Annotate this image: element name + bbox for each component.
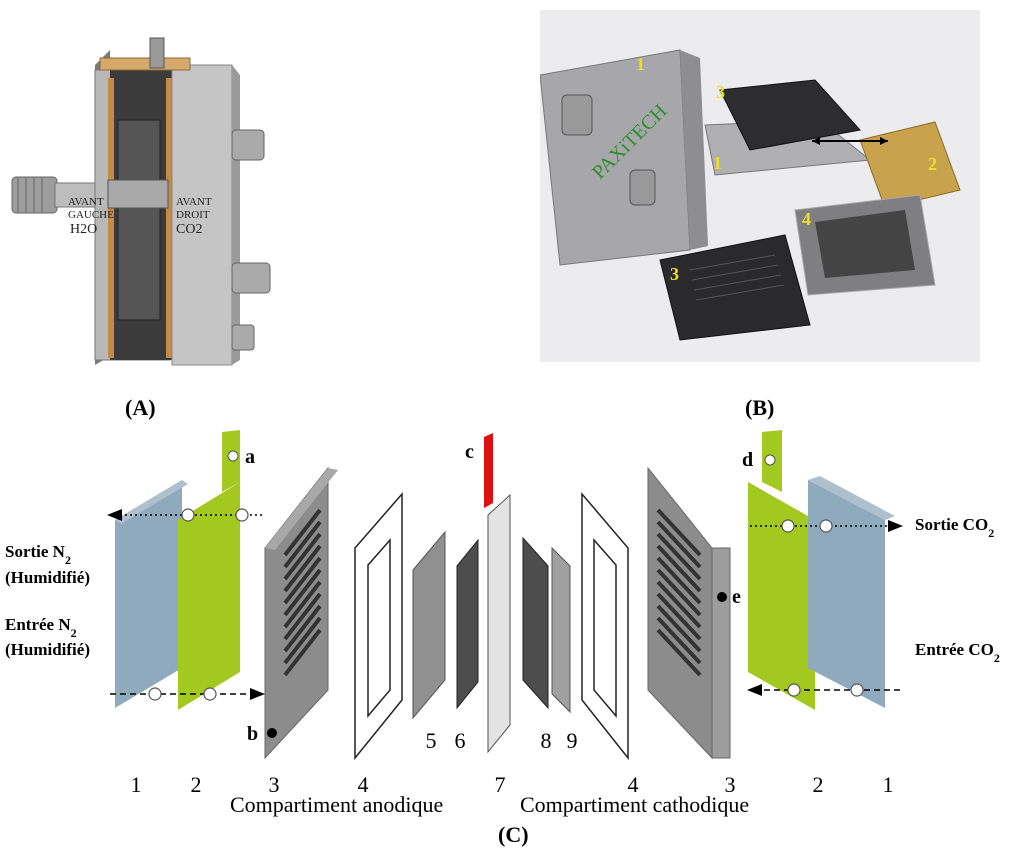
photo-a-label-left-top: AVANT [68, 196, 104, 208]
gas-diffusion-layer-cathode [551, 546, 571, 714]
membrane-tab-c [484, 433, 493, 508]
component-num-2-right: 2 [813, 772, 824, 797]
photo-a-label-right-mid: DROIT [176, 209, 210, 221]
photo-b-num-4: 4 [802, 209, 811, 229]
component-num-4-right: 4 [628, 772, 639, 797]
photo-cell-assembled: AVANT GAUCHE H2O AVANT DROIT CO2 [0, 30, 300, 375]
component-num-9: 9 [567, 728, 578, 753]
photo-a-label-left-bottom: H2O [70, 222, 97, 237]
flow-plate-right [647, 466, 731, 760]
sortie-co2-label: Sortie CO2 [915, 515, 994, 540]
entree-n2-humidifie: (Humidifié) [5, 640, 90, 659]
gas-diffusion-layer-anode [412, 530, 446, 720]
port-d [764, 454, 776, 466]
catalyst-layer-cathode [522, 536, 549, 710]
component-num-3-right: 3 [725, 772, 736, 797]
component-num-7: 7 [495, 772, 506, 797]
label-a: a [245, 446, 255, 468]
current-collector-right [748, 430, 815, 710]
photo-a-label-right-bottom: CO2 [176, 222, 202, 237]
label-b: b [247, 723, 258, 745]
photo-a-illustration: AVANT GAUCHE H2O AVANT DROIT CO2 [11, 37, 271, 366]
membrane [487, 493, 511, 754]
sortie-n2-humidifie: (Humidifié) [5, 568, 90, 587]
panel-label-b: (B) [745, 395, 775, 420]
component-num-5: 5 [426, 728, 437, 753]
end-plate-right [808, 476, 895, 708]
photo-b-num-1b: 1 [713, 153, 722, 173]
catalyst-layer-anode [456, 538, 479, 710]
photo-b-num-3a: 3 [716, 82, 725, 102]
gasket-right [581, 491, 629, 761]
photo-a-label-right-top: AVANT [176, 196, 212, 208]
sortie-n2-label: Sortie N2 [5, 542, 71, 567]
component-num-4-left: 4 [358, 772, 369, 797]
gasket-left [354, 491, 403, 761]
panel-label-c: (C) [498, 822, 529, 847]
port-e [717, 592, 727, 602]
compartment-cathode-label: Compartiment cathodique [520, 792, 750, 817]
component-num-8: 8 [541, 728, 552, 753]
component-num-2-left: 2 [191, 772, 202, 797]
label-d: d [742, 449, 753, 471]
entree-n2-label: Entrée N2 [5, 615, 77, 640]
flow-plate-left [264, 466, 338, 760]
component-num-3-left: 3 [269, 772, 280, 797]
component-num-1-right: 1 [883, 772, 894, 797]
panel-label-a: (A) [125, 395, 156, 420]
photo-b-num-2: 2 [928, 154, 937, 174]
label-e: e [732, 586, 741, 608]
compartment-anode-label: Compartiment anodique [230, 792, 444, 817]
label-c: c [465, 441, 474, 463]
current-collector-left [178, 430, 240, 710]
end-plate-left [115, 480, 188, 708]
photo-b-num-3b: 3 [670, 264, 679, 284]
photo-cell-components: PAXiTECH 1 1 2 3 3 4 [540, 10, 980, 362]
exploded-cell-diagram: a b c d e Sortie N2 (Humidifié) Entrée N… [5, 430, 1000, 797]
entree-co2-label: Entrée CO2 [915, 640, 1000, 665]
component-num-1-left: 1 [131, 772, 142, 797]
photo-b-illustration: PAXiTECH 1 1 2 3 3 4 [540, 10, 980, 362]
component-num-6: 6 [455, 728, 466, 753]
photo-b-num-1a: 1 [636, 54, 645, 74]
port-b [267, 728, 277, 738]
port-a [227, 450, 239, 462]
photo-a-label-left-mid: GAUCHE [68, 209, 114, 221]
